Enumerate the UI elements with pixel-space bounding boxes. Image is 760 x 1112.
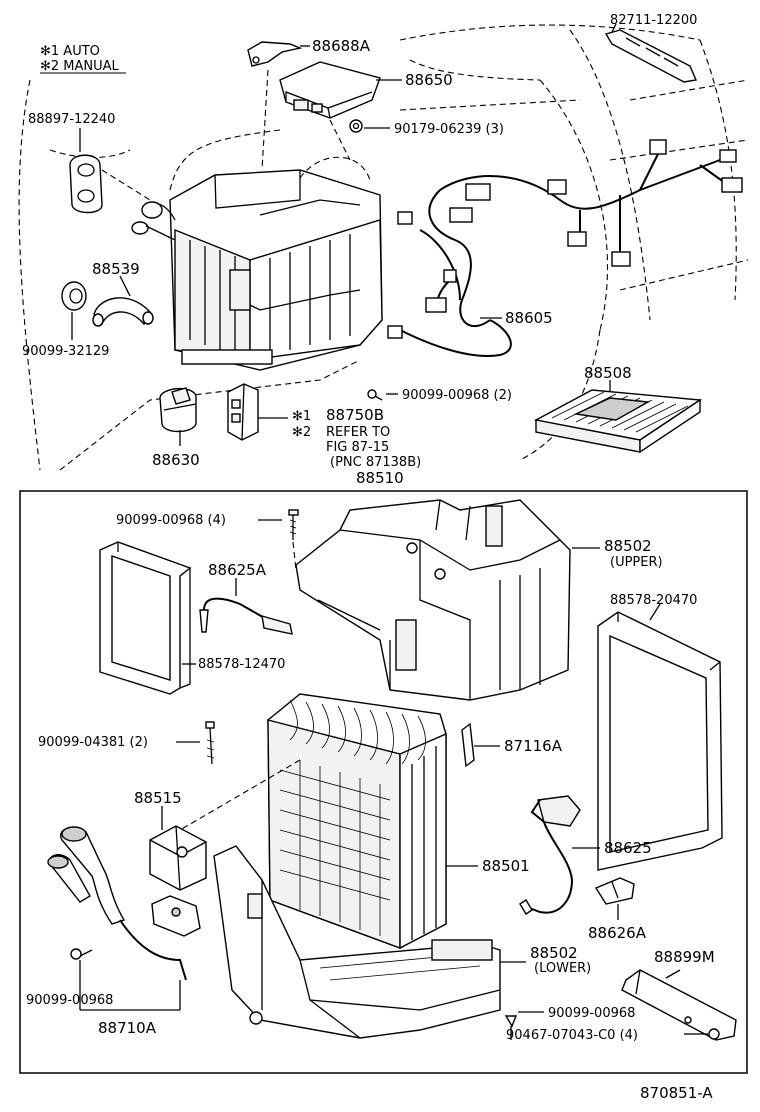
case-88502-lower[interactable] [213, 845, 501, 1039]
label-90099-32129: 90099-32129 [22, 344, 109, 359]
clip-88626A[interactable] [594, 877, 635, 905]
label-90099-00968-4: 90099-00968 (4) [116, 513, 226, 528]
actuator-88630[interactable] [159, 387, 197, 433]
clamp-82711-12200[interactable] [604, 29, 697, 83]
label-88625A: 88625A [208, 561, 267, 579]
label-star2: ✻2 [292, 425, 311, 440]
screw-90099-00968-bottom[interactable] [504, 1015, 518, 1040]
label-88501: 88501 [482, 857, 530, 875]
label-88502-upper: 88502 [604, 537, 652, 555]
label-90099-00968-2: 90099-00968 (2) [402, 388, 512, 403]
ac-unit-assembly[interactable] [131, 156, 383, 371]
label-88578-12470: 88578-12470 [198, 657, 285, 672]
screw-90099-00968-4[interactable] [288, 509, 299, 540]
label-90099-00968: 90099-00968 [26, 993, 113, 1008]
label-lower: (LOWER) [534, 961, 591, 976]
thermistor-88625[interactable] [519, 795, 581, 915]
legend-auto: ✻1 AUTO [40, 44, 100, 59]
strip-88899M[interactable] [621, 969, 737, 1041]
label-88539: 88539 [92, 260, 140, 278]
label-88650: 88650 [405, 71, 453, 89]
label-82711-12200: 82711-12200 [610, 13, 697, 28]
label-87116A: 87116A [504, 737, 563, 755]
label-90099-04381: 90099-04381 (2) [38, 735, 148, 750]
screw-90099-00968-left[interactable] [70, 948, 93, 960]
nut-90179-06239[interactable] [349, 119, 363, 133]
bracket-88688A[interactable] [247, 41, 303, 67]
label-88630: 88630 [152, 451, 200, 469]
vehicle-outline [18, 24, 749, 471]
clip-87116A[interactable] [461, 722, 475, 768]
filter-88508[interactable] [533, 389, 703, 454]
pipe-88710A[interactable] [47, 826, 201, 981]
label-88502-lower: 88502 [530, 944, 578, 962]
label-90467-07043: 90467-07043-C0 (4) [506, 1028, 638, 1043]
label-star1: ✻1 [292, 409, 311, 424]
amplifier-88750B[interactable] [227, 383, 259, 441]
label-88625: 88625 [604, 839, 652, 857]
wire-harness-88605[interactable] [387, 139, 743, 357]
label-88688A: 88688A [312, 37, 371, 55]
evaporator-88501[interactable] [267, 693, 447, 950]
label-88605: 88605 [505, 309, 553, 327]
label-88897-12240: 88897-12240 [28, 112, 115, 127]
label-88710A: 88710A [98, 1019, 157, 1037]
label-88510: 88510 [356, 469, 404, 487]
hose-88539[interactable] [92, 297, 154, 327]
label-pnc: (PNC 87138B) [330, 455, 421, 470]
figure-id: 870851-A [640, 1084, 713, 1102]
packing-88578-12470[interactable] [99, 541, 192, 695]
label-88899M: 88899M [654, 948, 715, 966]
label-fig: FIG 87-15 [326, 440, 389, 455]
label-90179-06239: 90179-06239 (3) [394, 122, 504, 137]
label-refer-to: REFER TO [326, 425, 390, 440]
label-88626A: 88626A [588, 924, 647, 942]
label-upper: (UPPER) [610, 555, 663, 570]
screw-90099-00968-2[interactable] [367, 389, 383, 401]
unit-breakdown-frame [19, 490, 748, 1074]
label-90099-00968-b: 90099-00968 [548, 1006, 635, 1021]
module-88650[interactable] [279, 61, 381, 119]
label-88578-20470: 88578-20470 [610, 593, 697, 608]
grommet-90099-32129[interactable] [61, 281, 87, 311]
legend-manual: ✻2 MANUAL [40, 59, 120, 74]
thermistor-88625A[interactable] [199, 597, 293, 635]
packing-88578-20470[interactable] [597, 611, 723, 871]
expansion-valve-88515[interactable] [149, 825, 207, 891]
grommet-88897-12240[interactable] [69, 154, 103, 214]
label-88508: 88508 [584, 364, 632, 382]
bolt-90099-04381[interactable] [205, 721, 215, 765]
label-88515: 88515 [134, 789, 182, 807]
case-88502-upper[interactable] [295, 499, 571, 701]
clip-90467-07043[interactable] [700, 1028, 720, 1040]
label-88750B: 88750B [326, 406, 384, 424]
